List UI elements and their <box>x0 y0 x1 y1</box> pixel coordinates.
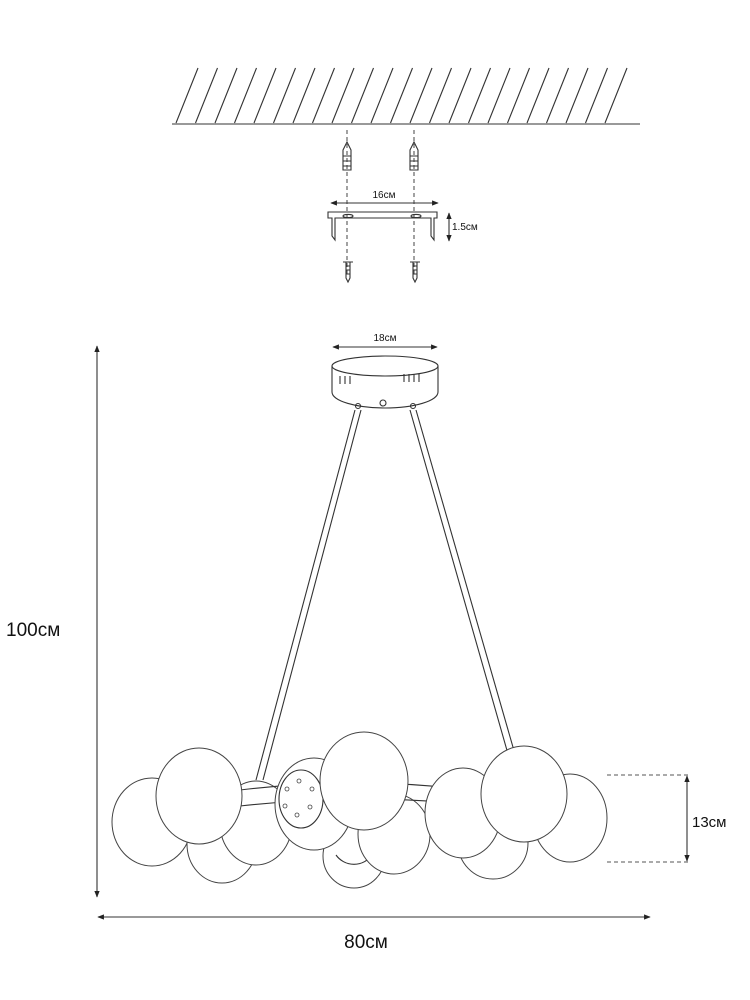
hatch-line <box>487 67 511 124</box>
canopy-width-label: 18см <box>374 333 397 344</box>
bracket-height-label: 1.5см <box>452 222 478 233</box>
hatch-line <box>526 67 550 124</box>
bracket-width-label: 16см <box>373 190 396 201</box>
hatch-line <box>584 67 609 124</box>
screw-icon <box>410 261 420 284</box>
glass-sphere <box>155 747 243 845</box>
total-height-label: 100см <box>6 620 60 641</box>
hatch-line <box>370 67 394 124</box>
hatch-line <box>292 67 316 124</box>
sphere-height-label: 13см <box>692 814 727 831</box>
total-width-label: 80см <box>344 932 388 953</box>
hatch-line <box>467 67 492 124</box>
hatch-line <box>545 67 570 124</box>
screw-icon <box>343 261 353 284</box>
hatch-line <box>350 67 375 124</box>
hatch-line <box>409 67 433 124</box>
hatch-line <box>233 67 258 124</box>
hatch-line <box>448 67 472 124</box>
wall-anchor-icon <box>342 140 352 171</box>
mounting-bracket <box>327 211 438 242</box>
wall-anchor-icon <box>409 140 419 171</box>
hatch-line <box>428 67 453 124</box>
hatch-line <box>272 67 297 124</box>
hatch-line <box>506 67 531 124</box>
ceiling-canopy <box>331 355 439 410</box>
hatch-line <box>311 67 336 124</box>
ceiling-hatch <box>172 67 640 125</box>
hatch-line <box>194 67 219 124</box>
glass-spheres <box>111 731 608 889</box>
glass-sphere <box>319 731 409 831</box>
hatch-line <box>253 67 277 124</box>
glass-sphere <box>480 745 568 843</box>
hatch-line <box>604 67 628 124</box>
hatch-line <box>214 67 238 124</box>
hatch-line <box>175 67 199 124</box>
hatch-line <box>565 67 589 124</box>
hatch-line <box>389 67 414 124</box>
suspension-rods <box>255 409 522 781</box>
hatch-line <box>331 67 355 124</box>
